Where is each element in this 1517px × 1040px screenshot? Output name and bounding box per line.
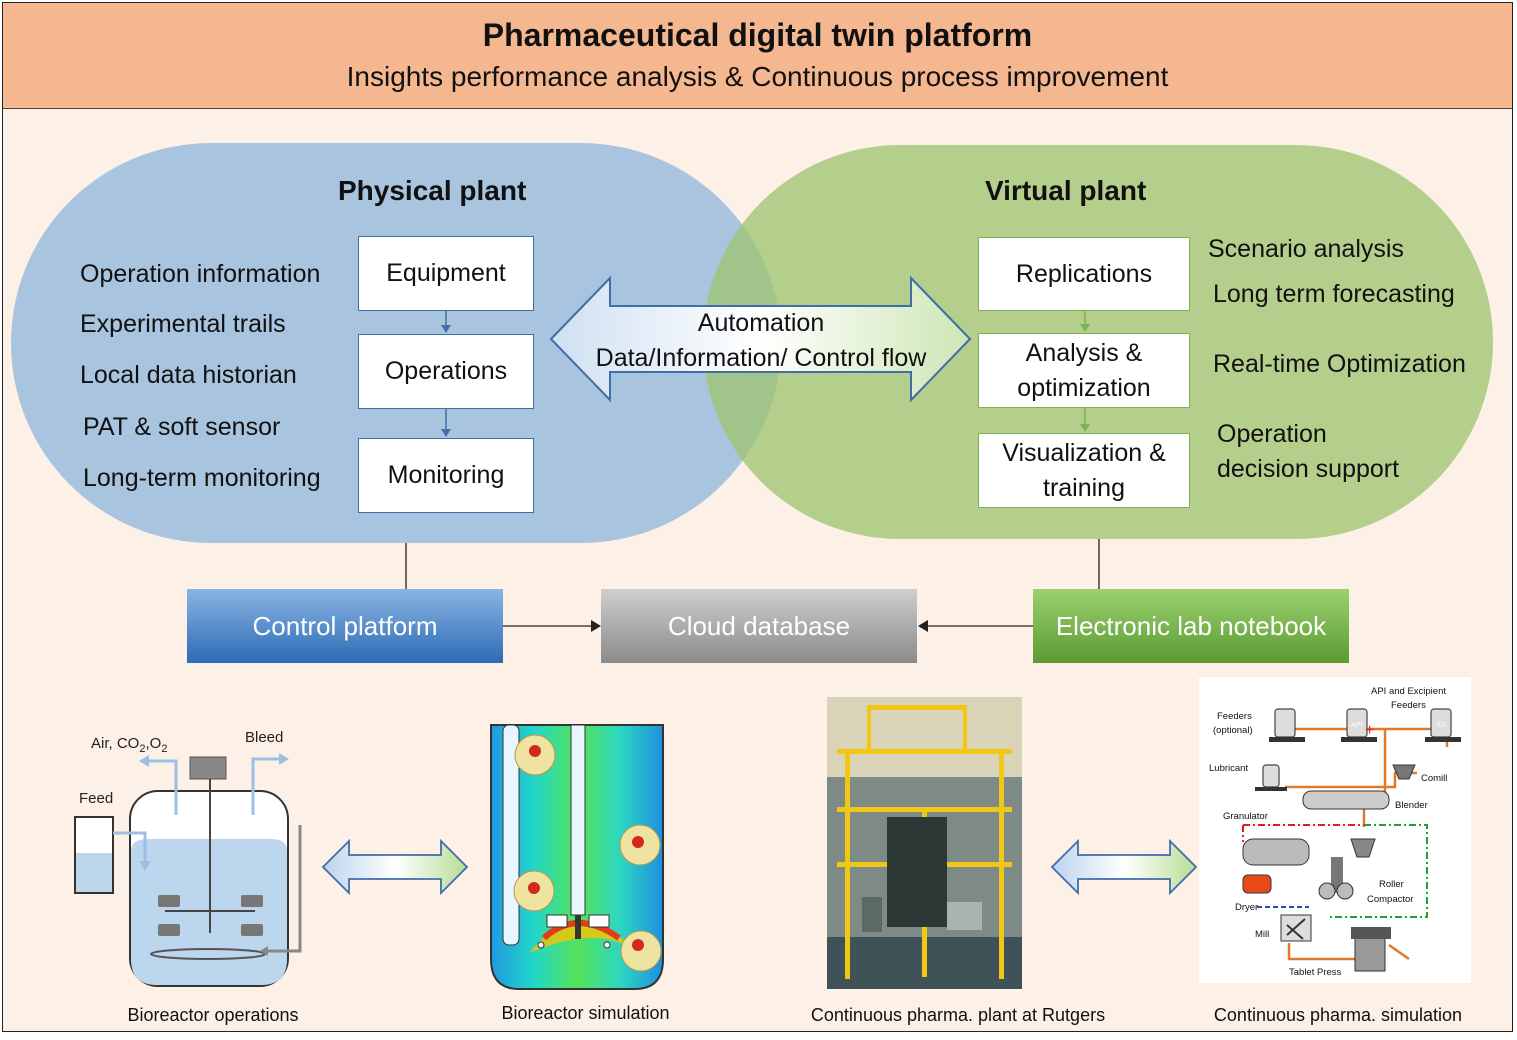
rutgers-plant-photo — [827, 697, 1022, 989]
replications-box: Replications — [978, 237, 1190, 311]
training-label: training — [1043, 473, 1125, 502]
data-flow-label: Data/Information/ Control flow — [595, 344, 927, 372]
header-banner: Pharmaceutical digital twin platform Ins… — [3, 3, 1512, 109]
cell-icons — [513, 734, 662, 972]
visualization-training-box: Visualization & training — [978, 433, 1190, 508]
svg-text:Dryer: Dryer — [1235, 902, 1258, 913]
replications-label: Replications — [1015, 259, 1153, 288]
svg-text:API: API — [1351, 722, 1362, 729]
equipment-box: Equipment — [358, 236, 534, 311]
feature-pat-soft-sensor: PAT & soft sensor — [83, 413, 281, 441]
page-title: Pharmaceutical digital twin platform — [482, 17, 1033, 53]
eln-label: Electronic lab notebook — [1055, 610, 1327, 641]
svg-text:Comill: Comill — [1421, 773, 1447, 784]
cloud-database-box: Cloud database — [601, 589, 917, 663]
automation-label: Automation — [697, 309, 825, 337]
continuous-pharma-process-diagram: + API and Excipient Feeders Feeders (opt… — [1199, 677, 1471, 983]
monitoring-label: Monitoring — [387, 461, 505, 489]
caption-pharma-simulation: Continuous pharma. simulation — [1213, 1005, 1463, 1025]
bioreactor-schematic: Air, CO2,O2 Bleed Feed — [74, 729, 302, 987]
operations-label: Operations — [384, 357, 508, 385]
feature-local-data-historian: Local data historian — [80, 361, 297, 389]
svg-text:Feeders: Feeders — [1217, 711, 1252, 722]
analysis-label: Analysis & — [1025, 338, 1143, 367]
control-platform-label: Control platform — [252, 610, 438, 641]
bleed-label: Bleed — [245, 729, 283, 746]
caption-rutgers-plant: Continuous pharma. plant at Rutgers — [810, 1005, 1106, 1025]
feed-label: Feed — [79, 790, 113, 807]
svg-text:Granulator: Granulator — [1223, 811, 1268, 822]
data-flow-double-arrow — [549, 275, 972, 403]
visualization-label: Visualization & — [1002, 438, 1166, 467]
svg-text:Mill: Mill — [1255, 929, 1269, 940]
page-subtitle: Insights performance analysis & Continuo… — [346, 61, 1169, 92]
svg-text:Lubricant: Lubricant — [1209, 763, 1248, 774]
electronic-lab-notebook-box: Electronic lab notebook — [1033, 589, 1349, 663]
feature-operation-information: Operation information — [80, 260, 321, 288]
equipment-label: Equipment — [386, 259, 506, 287]
virtual-plant-heading: Virtual plant — [985, 175, 1147, 206]
bioreactor-simulation-image — [490, 724, 664, 990]
caption-bioreactor-operations: Bioreactor operations — [127, 1005, 299, 1025]
bioreactor-double-arrow — [321, 838, 469, 896]
svg-text:Roller: Roller — [1379, 879, 1404, 890]
analysis-optimization-box: Analysis & optimization — [978, 333, 1190, 408]
monitoring-box: Monitoring — [358, 438, 534, 513]
connector-layer — [321, 275, 1198, 896]
svg-text:Blender: Blender — [1395, 800, 1428, 811]
svg-text:EX: EX — [1437, 722, 1447, 729]
api-feeders-label: API and Excipient — [1371, 686, 1446, 697]
cloud-database-label: Cloud database — [667, 610, 851, 641]
feature-long-term-monitoring: Long-term monitoring — [83, 464, 321, 492]
feature-realtime-optimization: Real-time Optimization — [1213, 350, 1466, 378]
svg-text:(optional): (optional) — [1213, 725, 1253, 736]
svg-text:Compactor: Compactor — [1367, 894, 1413, 905]
gas-label: Air, CO2,O2 — [91, 735, 167, 755]
caption-bioreactor-simulation: Bioreactor simulation — [501, 1003, 670, 1023]
feature-experimental-trails: Experimental trails — [80, 310, 286, 338]
operations-box: Operations — [358, 334, 534, 409]
physical-plant-heading: Physical plant — [338, 175, 527, 206]
svg-text:+: + — [1365, 722, 1374, 739]
optimization-label: optimization — [1017, 373, 1151, 402]
svg-text:Tablet Press: Tablet Press — [1289, 967, 1342, 978]
feature-decision-support: decision support — [1217, 455, 1400, 483]
feature-scenario-analysis: Scenario analysis — [1208, 235, 1404, 263]
feature-operation: Operation — [1217, 420, 1327, 448]
feature-long-term-forecasting: Long term forecasting — [1213, 280, 1455, 308]
control-platform-box: Control platform — [187, 589, 503, 663]
svg-text:Feeders: Feeders — [1391, 700, 1426, 711]
pharma-double-arrow — [1050, 838, 1198, 896]
